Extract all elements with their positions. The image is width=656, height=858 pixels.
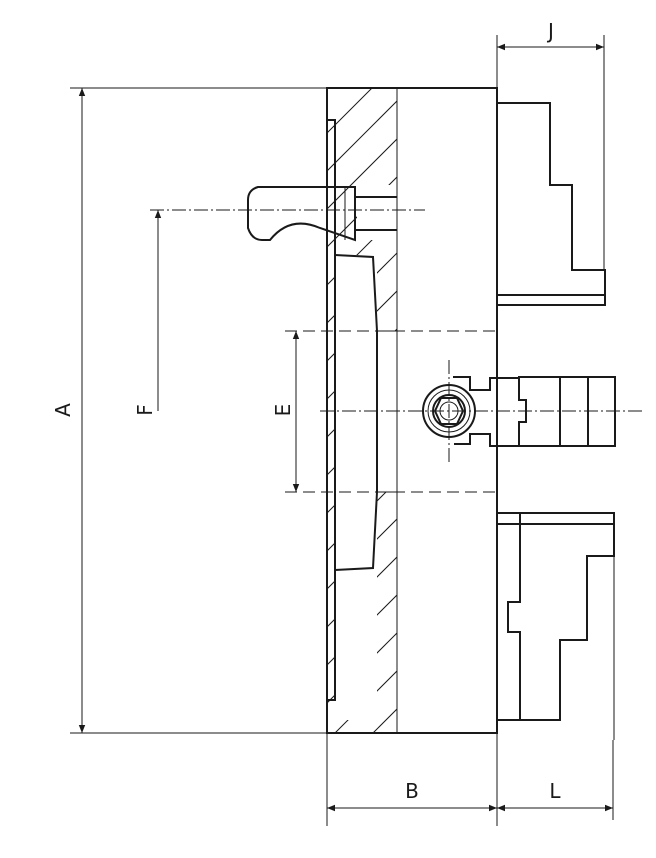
dimension-J: J bbox=[496, 19, 605, 270]
hatch-line bbox=[327, 135, 397, 217]
hatch-line bbox=[327, 591, 397, 673]
section-hatching bbox=[320, 88, 400, 858]
dimension-A: A bbox=[51, 87, 327, 734]
dimension-label-L: L bbox=[549, 779, 561, 803]
hatch-line bbox=[327, 439, 397, 521]
dimension-label-A: A bbox=[51, 403, 75, 417]
hatch-line bbox=[327, 287, 397, 369]
hatch-line bbox=[327, 629, 397, 711]
hatch-line bbox=[327, 515, 397, 597]
dimension-label-F: F bbox=[133, 404, 157, 416]
hatch-line bbox=[327, 667, 397, 733]
hatch-line bbox=[327, 477, 397, 559]
dimension-E: E bbox=[271, 331, 300, 492]
dimension-label-B: B bbox=[405, 779, 419, 803]
hatch-line bbox=[320, 782, 400, 858]
hatch-line bbox=[327, 705, 397, 733]
hatch-line bbox=[327, 553, 397, 635]
bottom-jaw bbox=[497, 512, 615, 740]
hatch-line bbox=[320, 744, 400, 824]
hatch-line bbox=[327, 401, 397, 483]
dimension-F: F bbox=[133, 210, 162, 416]
dimension-L: L bbox=[497, 740, 614, 820]
hatch-line bbox=[327, 325, 397, 407]
dimension-label-J: J bbox=[546, 19, 554, 43]
dimension-B: B bbox=[326, 733, 498, 826]
dimension-label-E: E bbox=[271, 404, 295, 417]
hatch-line bbox=[327, 88, 397, 141]
mounting-bolt bbox=[247, 186, 397, 242]
hatch-line bbox=[327, 249, 397, 331]
hatch-line bbox=[327, 97, 397, 179]
top-jaw bbox=[497, 102, 606, 306]
hatch-line bbox=[327, 363, 397, 445]
hatch-line bbox=[327, 211, 397, 293]
